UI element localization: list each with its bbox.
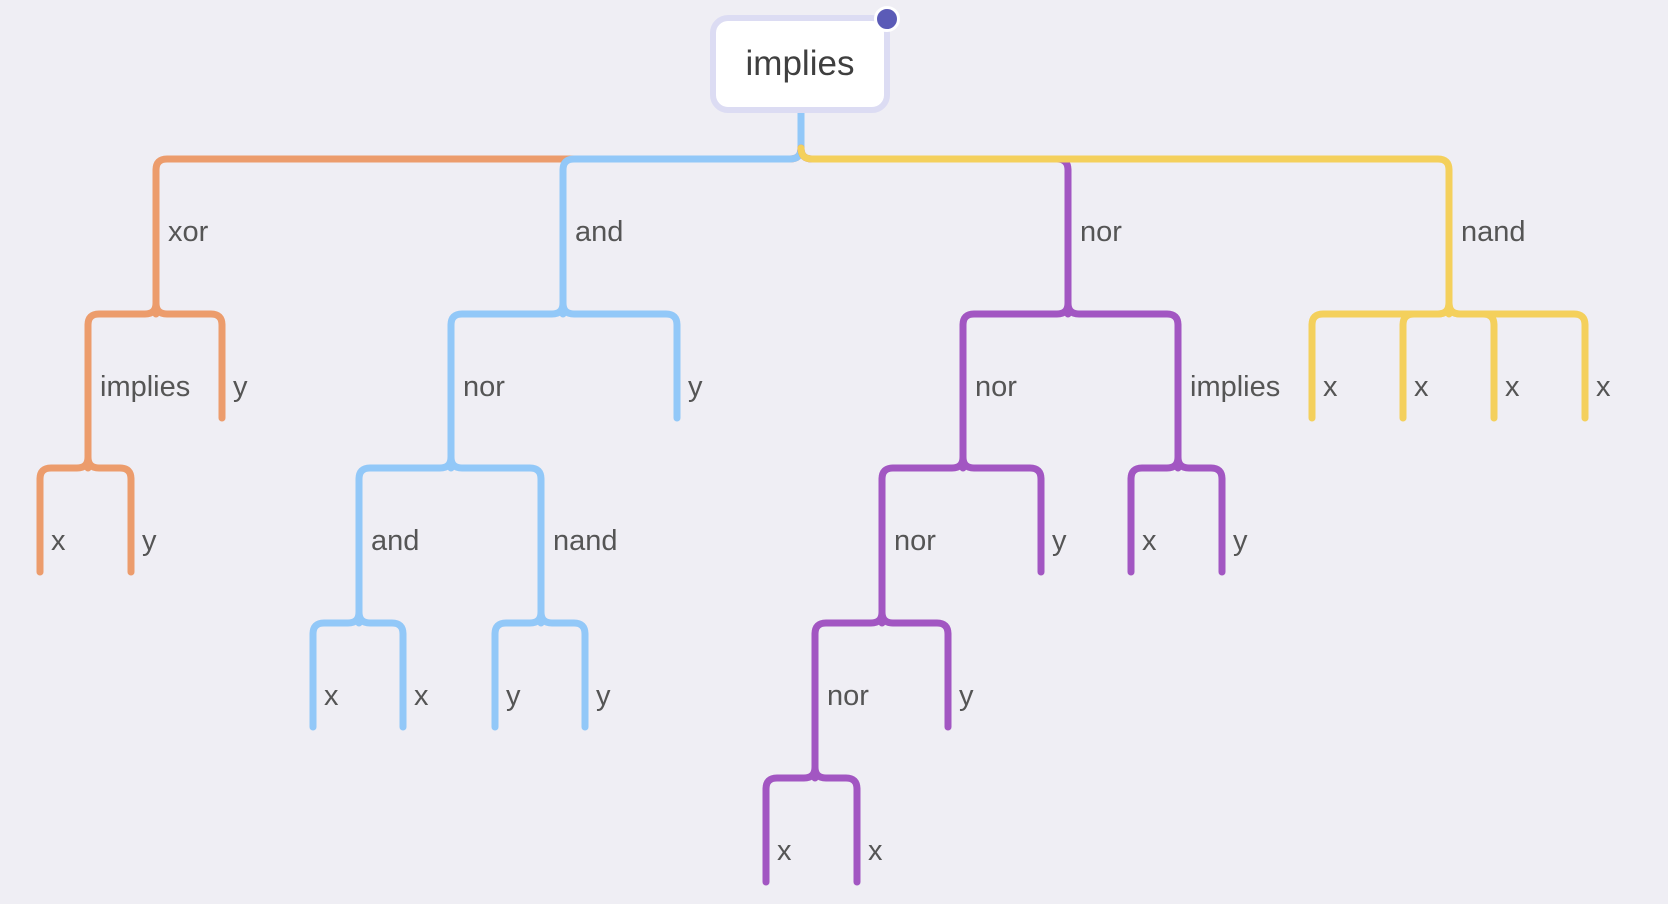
operator-label[interactable]: and: [371, 525, 419, 557]
tree-edge: [355, 453, 455, 483]
tree-edge: [878, 453, 967, 483]
operator-label[interactable]: nor: [1080, 216, 1122, 248]
leaf-label[interactable]: y: [506, 680, 521, 712]
leaf-label[interactable]: x: [324, 680, 339, 712]
tree-edge: [811, 763, 861, 793]
tree-edge: [811, 608, 886, 638]
tree-edge: [84, 299, 160, 329]
tree-edge: [959, 453, 1045, 483]
leaf-label[interactable]: x: [1142, 525, 1157, 557]
root-node[interactable]: implies: [710, 15, 890, 113]
operator-label[interactable]: xor: [168, 216, 209, 248]
tree-edge: [1445, 299, 1589, 329]
leaf-label[interactable]: y: [688, 371, 703, 403]
tree-edge: [1399, 299, 1453, 329]
tree-edge: [1174, 453, 1226, 483]
tree-edge: [491, 608, 545, 638]
tree-edge: [447, 299, 567, 329]
operator-label[interactable]: nand: [1461, 216, 1526, 248]
leaf-label[interactable]: x: [51, 525, 66, 557]
tree-edge: [797, 144, 1453, 174]
operator-label[interactable]: and: [575, 216, 623, 248]
tree-edge: [36, 453, 92, 483]
operator-label[interactable]: nor: [894, 525, 936, 557]
tree-edge: [1127, 453, 1182, 483]
root-handle[interactable]: [874, 6, 900, 32]
leaf-label[interactable]: y: [596, 680, 611, 712]
tree-edge: [355, 608, 407, 638]
tree-edge: [762, 763, 819, 793]
tree-edge: [537, 608, 589, 638]
tree-edge: [559, 299, 681, 329]
tree-edge: [559, 144, 805, 174]
leaf-label[interactable]: x: [777, 835, 792, 867]
operator-label[interactable]: nor: [827, 680, 869, 712]
operator-label[interactable]: implies: [100, 371, 190, 403]
leaf-label[interactable]: x: [868, 835, 883, 867]
operator-label[interactable]: implies: [1190, 371, 1280, 403]
leaf-label[interactable]: x: [1505, 371, 1520, 403]
tree-edge: [309, 608, 363, 638]
tree-edge: [878, 608, 952, 638]
operator-label[interactable]: nor: [975, 371, 1017, 403]
tree-edge: [84, 453, 135, 483]
tree-edge: [959, 299, 1072, 329]
leaf-label[interactable]: y: [233, 371, 248, 403]
tree-edge: [447, 453, 545, 483]
leaf-label[interactable]: x: [1414, 371, 1429, 403]
leaf-label[interactable]: y: [959, 680, 974, 712]
leaf-label[interactable]: x: [1596, 371, 1611, 403]
leaf-label[interactable]: y: [1233, 525, 1248, 557]
root-label: implies: [745, 44, 855, 83]
tree-edge: [152, 299, 226, 329]
leaf-label[interactable]: y: [1052, 525, 1067, 557]
leaf-label[interactable]: x: [1323, 371, 1338, 403]
leaf-label[interactable]: y: [142, 525, 157, 557]
operator-label[interactable]: nand: [553, 525, 618, 557]
operator-label[interactable]: nor: [463, 371, 505, 403]
leaf-label[interactable]: x: [414, 680, 429, 712]
tree-edge: [1064, 299, 1182, 329]
